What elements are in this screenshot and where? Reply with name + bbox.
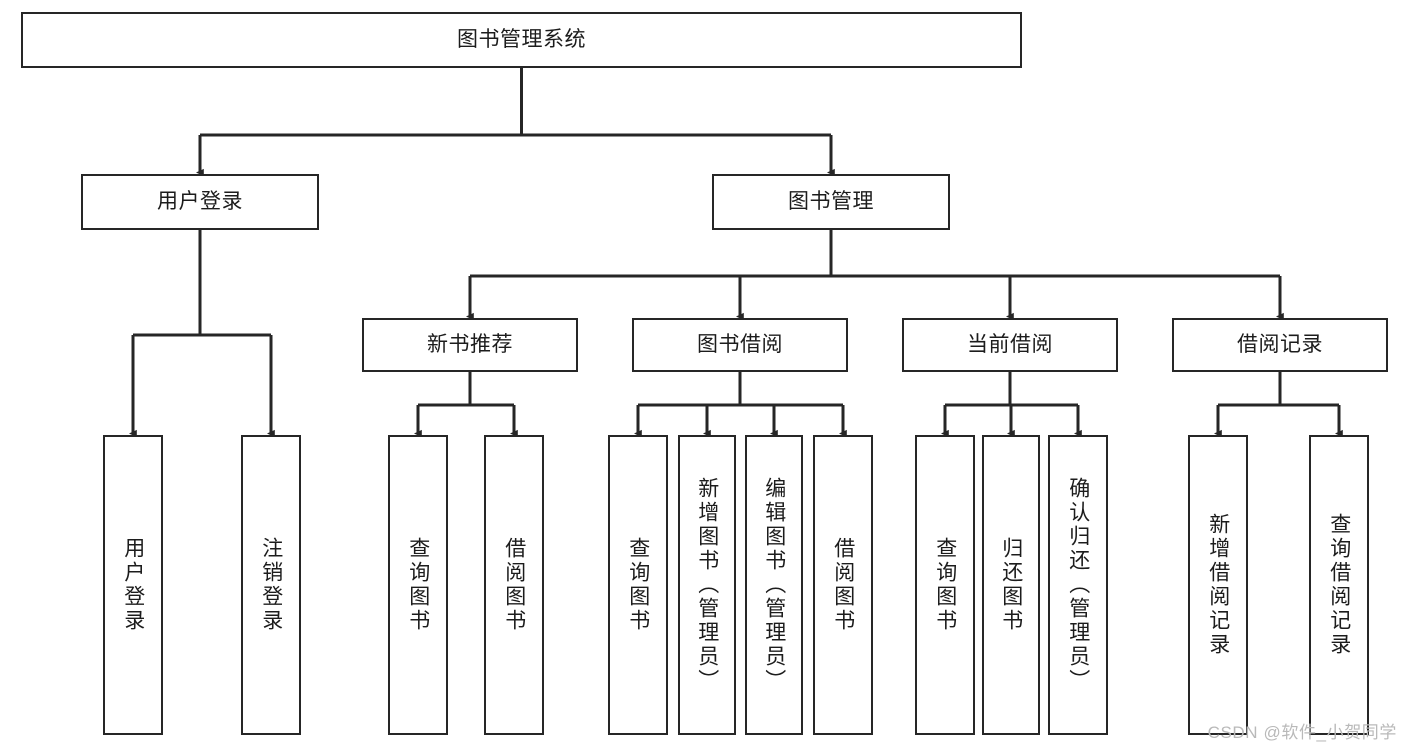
node-label: 当前借阅: [967, 333, 1053, 357]
connector-lines: [129, 68, 1343, 438]
node-label: 查询图书: [406, 537, 430, 633]
node-leaf-bor-3[interactable]: 编辑图书（管理员）: [745, 435, 803, 735]
node-bookmgmt[interactable]: 图书管理: [712, 174, 950, 230]
node-label: 确认归还（管理员）: [1066, 477, 1090, 693]
node-borrow[interactable]: 图书借阅: [632, 318, 848, 372]
node-newbook[interactable]: 新书推荐: [362, 318, 578, 372]
node-label: 借阅记录: [1237, 333, 1323, 357]
node-label: 新增借阅记录: [1206, 513, 1230, 657]
node-label: 图书借阅: [697, 333, 783, 357]
node-label: 借阅图书: [831, 537, 855, 633]
node-label: 编辑图书（管理员）: [762, 477, 786, 693]
node-leaf-cur-3[interactable]: 确认归还（管理员）: [1048, 435, 1108, 735]
node-label: 图书管理: [788, 190, 874, 214]
node-label: 图书管理系统: [457, 28, 586, 52]
node-label: 归还图书: [999, 537, 1023, 633]
node-label: 注销登录: [259, 537, 283, 633]
node-label: 查询借阅记录: [1327, 513, 1351, 657]
node-current[interactable]: 当前借阅: [902, 318, 1118, 372]
node-leaf-rec-1[interactable]: 新增借阅记录: [1188, 435, 1248, 735]
node-leaf-cur-2[interactable]: 归还图书: [982, 435, 1040, 735]
node-leaf-new-1[interactable]: 查询图书: [388, 435, 448, 735]
node-label: 借阅图书: [502, 537, 526, 633]
node-leaf-cur-1[interactable]: 查询图书: [915, 435, 975, 735]
node-leaf-rec-2[interactable]: 查询借阅记录: [1309, 435, 1369, 735]
node-label: 查询图书: [626, 537, 650, 633]
node-records[interactable]: 借阅记录: [1172, 318, 1388, 372]
node-label: 查询图书: [933, 537, 957, 633]
node-leaf-bor-1[interactable]: 查询图书: [608, 435, 668, 735]
node-label: 用户登录: [157, 190, 243, 214]
node-leaf-bor-2[interactable]: 新增图书（管理员）: [678, 435, 736, 735]
node-leaf-login-2[interactable]: 注销登录: [241, 435, 301, 735]
node-leaf-login-1[interactable]: 用户登录: [103, 435, 163, 735]
node-leaf-bor-4[interactable]: 借阅图书: [813, 435, 873, 735]
node-label: 新书推荐: [427, 333, 513, 357]
node-label: 新增图书（管理员）: [695, 477, 719, 693]
node-root[interactable]: 图书管理系统: [21, 12, 1022, 68]
node-login[interactable]: 用户登录: [81, 174, 319, 230]
node-label: 用户登录: [121, 537, 145, 633]
node-leaf-new-2[interactable]: 借阅图书: [484, 435, 544, 735]
